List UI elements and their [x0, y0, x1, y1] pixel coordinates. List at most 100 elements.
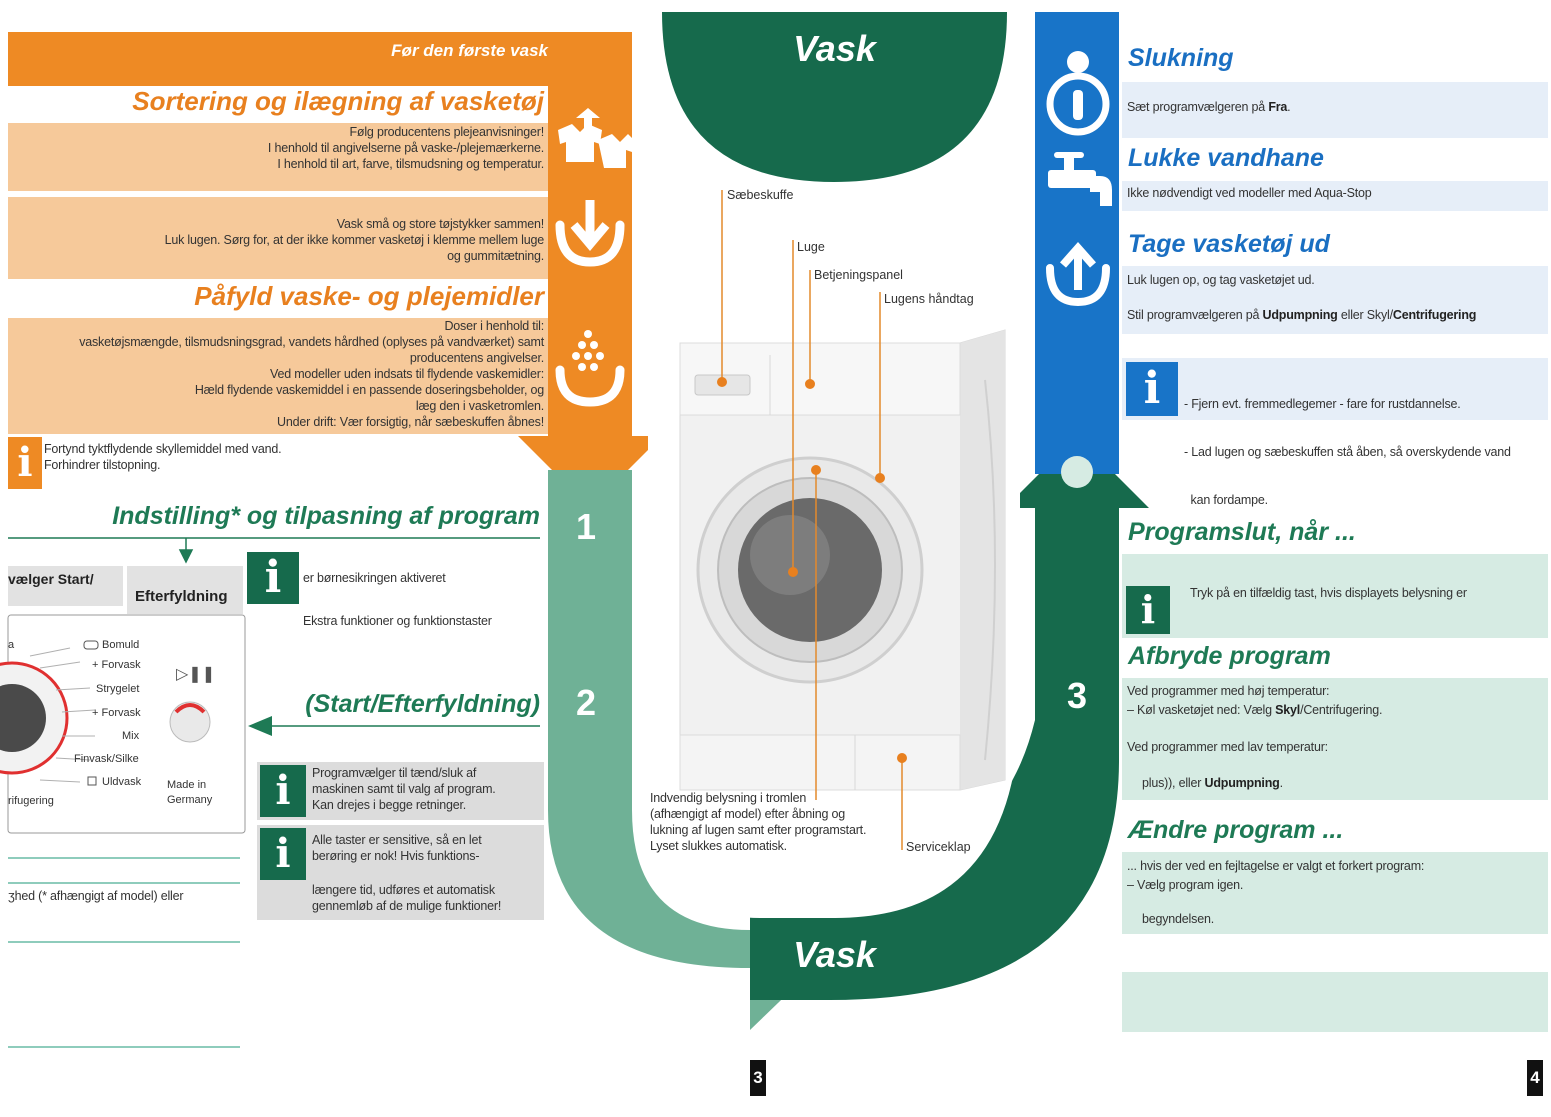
setup-tab-partial: vælger Start/	[8, 571, 94, 587]
detergent-box	[8, 318, 548, 434]
note1-line-2: Forhindrer tilstopning.	[44, 458, 161, 472]
abort-line-4b: Udpumpning	[1204, 776, 1280, 790]
orange-banner	[8, 32, 632, 86]
refill-tab: Efterfyldning	[135, 588, 228, 605]
note2-line-3: Kan drejes i begge retninger.	[312, 798, 467, 812]
detergent-line-6: læg den i vasketromlen.	[415, 399, 544, 413]
unload-note: - Fjern evt. fremmedlegemer - fare for r…	[1184, 364, 1511, 524]
load-line-1: Vask små og store tøjstykker sammen!	[336, 217, 544, 231]
detergent-text: Doser i henhold til: vasketøjsmængde, ti…	[12, 318, 544, 430]
play-pause-icon: ▷❚❚	[176, 666, 216, 683]
unload-line-1: Luk lugen op, og tag vasketøjet ud.	[1127, 273, 1315, 287]
unload-note-line-3: kan fordampe.	[1184, 493, 1269, 507]
power-off-icon	[1046, 51, 1110, 136]
marker-light	[811, 465, 821, 475]
tap-box	[1122, 181, 1548, 211]
abort-line-4: plus)), eller Udpumpning.	[1142, 775, 1283, 791]
panel-item-mix: Mix	[122, 730, 140, 742]
end-title: Programslut, når ...	[1128, 518, 1356, 546]
off-text-main: Sæt programvælgeren på	[1127, 100, 1269, 114]
sort-line-2: I henhold til angivelserne på vaske-/ple…	[267, 141, 544, 155]
detergent-icon	[555, 330, 625, 407]
light-note-line-4: Lyset slukkes automatisk.	[650, 839, 787, 853]
note2-line-2: maskinen samt til valg af program.	[312, 782, 496, 796]
note1-text: Fortynd tyktflydende skyllemiddel med va…	[44, 441, 444, 473]
abort-line-1: Ved programmer med høj temperatur:	[1127, 684, 1330, 698]
unload-arrow-icon	[1046, 241, 1110, 307]
note2-text: Programvælger til tænd/sluk af maskinen …	[312, 765, 496, 813]
sort-line-1: Følg producentens plejeanvisninger!	[349, 125, 544, 139]
note3-text: Alle taster er sensitive, så en let berø…	[312, 832, 501, 914]
green-top-cap	[662, 12, 1007, 182]
panel-item-cotton: Bomuld	[102, 639, 140, 651]
unload-line-2: Stil programvælgeren på Udpumpning eller…	[1127, 307, 1476, 323]
abort-box	[1122, 678, 1548, 800]
note3-line-3: længere tid, udføres et automatisk	[312, 883, 495, 897]
wash-top-label: Vask	[793, 28, 876, 69]
made-in-text: Made in Germany	[167, 778, 212, 808]
abort-title: Afbryde program	[1128, 642, 1331, 670]
marker-service	[897, 753, 907, 763]
tap-title: Lukke vandhane	[1128, 144, 1324, 172]
step-number-1: 1	[576, 506, 597, 547]
note3-line-4: gennemløb af de mulige funktioner!	[312, 899, 502, 913]
panel-item-prewash-1: + Forvask	[92, 659, 141, 671]
panel-left-a: a	[8, 639, 15, 651]
detergent-title: Påfyld vaske- og plejemidler	[194, 281, 544, 311]
change-line-2: – Vælg program igen.	[1127, 878, 1244, 892]
info-icon: i	[260, 765, 306, 817]
load-line-2: Luk lugen. Sørg for, at der ikke kommer …	[164, 233, 545, 247]
abort-line-2b: Skyl	[1275, 703, 1301, 717]
info-icon: i	[247, 552, 299, 604]
load-line-3: og gummitætning.	[447, 249, 544, 263]
made-in-line-1: Made in	[167, 779, 207, 791]
off-text-end: .	[1287, 100, 1291, 114]
detergent-line-7: Under drift: Vær forsigtig, når sæbeskuf…	[277, 415, 544, 429]
note3-line-2: berøring er nok! Hvis funktions-	[312, 849, 480, 863]
start-title: (Start/Efterfyldning)	[305, 690, 540, 718]
abort-line-4a: plus)), eller	[1142, 776, 1205, 790]
made-in-line-2: Germany	[167, 794, 213, 806]
page-number-4: 4	[1527, 1060, 1543, 1096]
marker-panel	[805, 379, 815, 389]
change-line-1: ... hvis der ved en fejltagelse er valgt…	[1127, 859, 1425, 873]
abort-line-2c: /Centrifugering.	[1300, 703, 1383, 717]
note2-line-1: Programvælger til tænd/sluk af	[312, 766, 477, 780]
panel-left-b: rifugering	[8, 795, 54, 807]
label-service: Serviceklap	[906, 840, 971, 854]
water-tap-icon	[1048, 152, 1112, 206]
unload-line-2a: Stil programvælgeren på	[1127, 308, 1263, 322]
change-line-3: begyndelsen.	[1142, 912, 1214, 926]
light-note-line-3: lukning af lugen samt efter programstart…	[650, 823, 867, 837]
detergent-line-4: Ved modeller uden indsats til flydende v…	[270, 367, 544, 381]
blue-band	[1035, 12, 1119, 474]
label-drawer: Sæbeskuffe	[727, 188, 794, 202]
load-arrow-icon	[555, 200, 625, 267]
change-title: Ændre program ...	[1128, 816, 1344, 844]
control-panel-drawing	[0, 566, 246, 834]
end-box	[1122, 554, 1548, 638]
panel-item-prewash-2: + Forvask	[92, 707, 141, 719]
info-icon: i	[1126, 586, 1170, 634]
green-flow-dark	[750, 436, 1149, 1000]
tap-text: Ikke nødvendigt ved modeller med Aqua-St…	[1127, 186, 1372, 200]
sort-line-3: I henhold til art, farve, tilsmudsning o…	[277, 157, 544, 171]
sort-title: Sortering og ilægning af vasketøj	[132, 86, 544, 116]
blue-band-dot	[1061, 456, 1093, 488]
setup-pointer	[178, 538, 194, 564]
off-title: Slukning	[1128, 44, 1234, 72]
light-note-line-1: Indvendig belysning i tromlen	[650, 791, 807, 805]
load-box	[8, 197, 548, 279]
sort-text: Følg producentens plejeanvisninger! I he…	[12, 124, 544, 172]
sort-icon	[558, 108, 634, 168]
note1-line-1: Fortynd tyktflydende skyllemiddel med va…	[44, 442, 282, 456]
off-text-bold: Fra	[1268, 100, 1288, 114]
step-number-2: 2	[576, 682, 597, 723]
marker-door	[788, 567, 798, 577]
start-pointer-arrow	[248, 716, 272, 736]
abort-line-2: – Køl vasketøjet ned: Vælg Skyl/Centrifu…	[1127, 702, 1383, 718]
panel-item-wool: Uldvask	[102, 776, 142, 788]
abort-line-2a: – Køl vasketøjet ned: Vælg	[1127, 703, 1276, 717]
panel-item-delicate: Finvask/Silke	[74, 753, 139, 765]
